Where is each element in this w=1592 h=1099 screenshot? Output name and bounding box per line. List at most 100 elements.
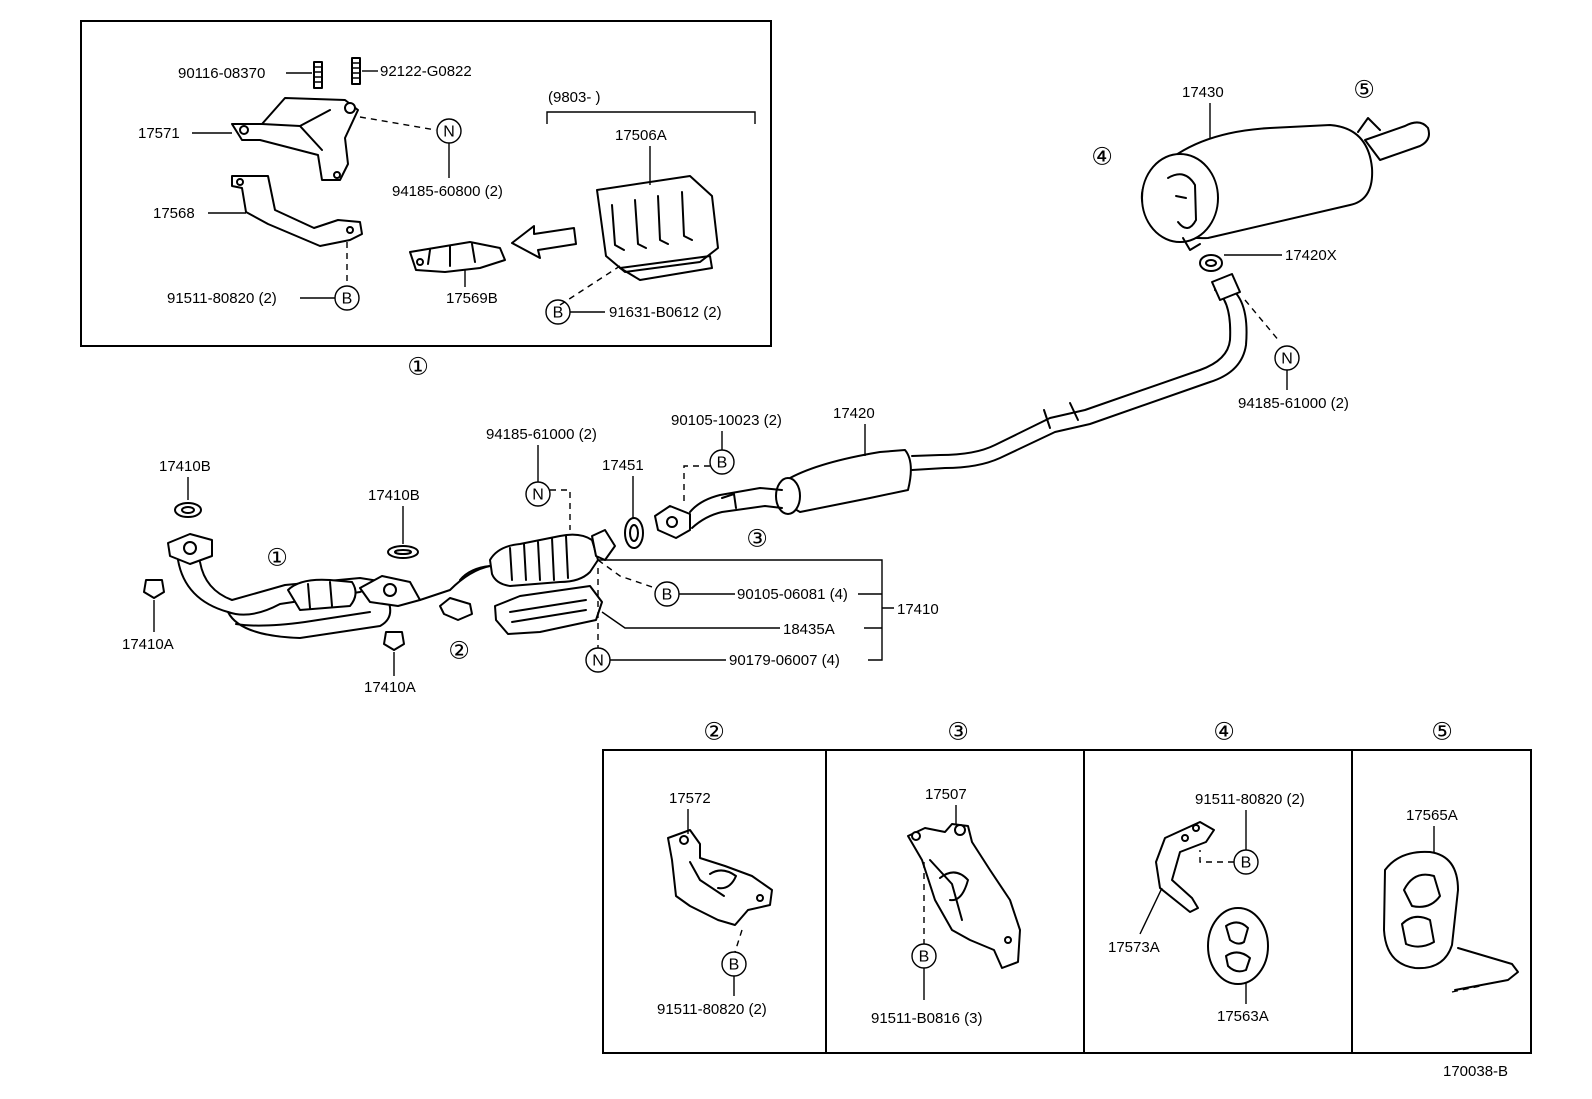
gasket-17451 [624, 517, 644, 549]
label-94185-61000-mid: 94185-61000 (2) [486, 426, 597, 443]
label-91511-80820-top: 91511-80820 (2) [167, 290, 277, 307]
svg-text:N: N [592, 653, 604, 670]
label-17568: 17568 [153, 205, 195, 222]
callout-4-panel: ④ [1213, 719, 1235, 746]
callout-3-panel: ③ [947, 719, 969, 746]
svg-text:⑤: ⑤ [1353, 77, 1375, 104]
callout-b-7: B [1233, 849, 1259, 875]
label-17410: 17410 [897, 601, 939, 618]
diagram-id: 170038-B [1443, 1063, 1508, 1080]
callout-b-1: B [334, 285, 360, 311]
label-17410a-left: 17410A [122, 636, 174, 653]
svg-text:①: ① [407, 354, 429, 381]
svg-text:③: ③ [746, 526, 768, 553]
label-91631-b0612: 91631-B0612 (2) [609, 304, 722, 321]
svg-text:B: B [1241, 855, 1252, 872]
svg-text:②: ② [703, 719, 725, 746]
heat-shield-17569b [409, 241, 506, 273]
label-17563a: 17563A [1217, 1008, 1269, 1025]
label-17420: 17420 [833, 405, 875, 422]
label-90116-08370: 90116-08370 [178, 65, 265, 82]
callout-n-3: N [525, 481, 551, 507]
label-17571: 17571 [138, 125, 180, 142]
svg-text:B: B [729, 957, 740, 974]
gasket-17410b-mid [387, 545, 419, 559]
muffler-17430 [1140, 117, 1430, 251]
label-17572: 17572 [669, 790, 711, 807]
label-17410b-mid: 17410B [368, 487, 420, 504]
callout-n-4: N [585, 647, 611, 673]
svg-text:④: ④ [1213, 719, 1235, 746]
svg-text:N: N [532, 487, 544, 504]
svg-text:B: B [662, 587, 673, 604]
callout-n-1: N [436, 118, 462, 144]
callout-5-panel: ⑤ [1431, 719, 1453, 746]
label-18435a: 18435A [783, 621, 835, 638]
hanger-rod-panel-5 [1454, 947, 1519, 991]
callout-b-6: B [911, 943, 937, 969]
callout-1-inset-caption: ① [407, 354, 429, 381]
svg-text:②: ② [448, 638, 470, 665]
heat-shield-17506a [596, 175, 719, 281]
callout-5-top: ⑤ [1353, 77, 1375, 104]
svg-text:④: ④ [1091, 144, 1113, 171]
svg-text:⑤: ⑤ [1431, 719, 1453, 746]
label-9803: (9803- ) [548, 89, 601, 106]
callout-b-4: B [654, 581, 680, 607]
svg-text:①: ① [266, 545, 288, 572]
label-94185-60800: 94185-60800 (2) [392, 183, 503, 200]
hanger-hook-17573a [1155, 821, 1215, 913]
label-17565a: 17565A [1406, 807, 1458, 824]
label-17410a-mid: 17410A [364, 679, 416, 696]
svg-text:B: B [342, 291, 353, 308]
callout-n-2: N [1274, 345, 1300, 371]
callout-2-main: ② [448, 638, 470, 665]
svg-text:③: ③ [947, 719, 969, 746]
svg-text:N: N [443, 124, 455, 141]
callout-2-panel: ② [703, 719, 725, 746]
nut-17410a-mid [383, 631, 405, 651]
label-17569b: 17569B [446, 290, 498, 307]
bracket-17572 [667, 829, 773, 926]
gasket-17420x [1199, 254, 1223, 272]
label-92122-g0822: 92122-G0822 [380, 63, 472, 80]
rubber-hanger-17563a [1207, 907, 1269, 985]
nut-17410a-left [143, 579, 165, 599]
label-17451: 17451 [602, 457, 644, 474]
gasket-17410b-left [174, 502, 202, 518]
detail-panels-box [602, 749, 1532, 1054]
callout-1-main: ① [266, 545, 288, 572]
label-90105-06081: 90105-06081 (4) [737, 586, 848, 603]
front-pipe-detail-3 [654, 487, 783, 539]
exhaust-manifold-converter-17410 [167, 529, 616, 639]
callout-b-3: B [709, 449, 735, 475]
callout-3-main: ③ [746, 526, 768, 553]
stud-bolt-92122 [351, 57, 361, 85]
label-17430: 17430 [1182, 84, 1224, 101]
callout-4-top: ④ [1091, 144, 1113, 171]
bracket-17571 [231, 97, 359, 181]
label-17507: 17507 [925, 786, 967, 803]
bracket-17507 [907, 823, 1021, 969]
callout-b-5: B [721, 951, 747, 977]
inset-box-heat-shields [80, 20, 772, 347]
direction-arrow [511, 225, 577, 259]
svg-text:N: N [1281, 351, 1293, 368]
svg-text:B: B [717, 455, 728, 472]
label-17506a: 17506A [615, 127, 667, 144]
label-90105-10023: 90105-10023 (2) [671, 412, 782, 429]
stud-bolt-90116 [313, 61, 323, 89]
label-17410b-left: 17410B [159, 458, 211, 475]
label-17573a: 17573A [1108, 939, 1160, 956]
svg-text:B: B [919, 949, 930, 966]
label-91511-80820-b4: 91511-80820 (2) [1195, 791, 1305, 808]
rubber-hanger-17565a [1383, 850, 1459, 970]
bracket-17568 [231, 175, 363, 247]
label-91511-80820-b2: 91511-80820 (2) [657, 1001, 767, 1018]
label-94185-61000-right: 94185-61000 (2) [1238, 395, 1349, 412]
label-90179-06007: 90179-06007 (4) [729, 652, 840, 669]
svg-text:B: B [553, 305, 564, 322]
label-91511-b0816: 91511-B0816 (3) [871, 1010, 982, 1027]
label-17420x: 17420X [1285, 247, 1337, 264]
